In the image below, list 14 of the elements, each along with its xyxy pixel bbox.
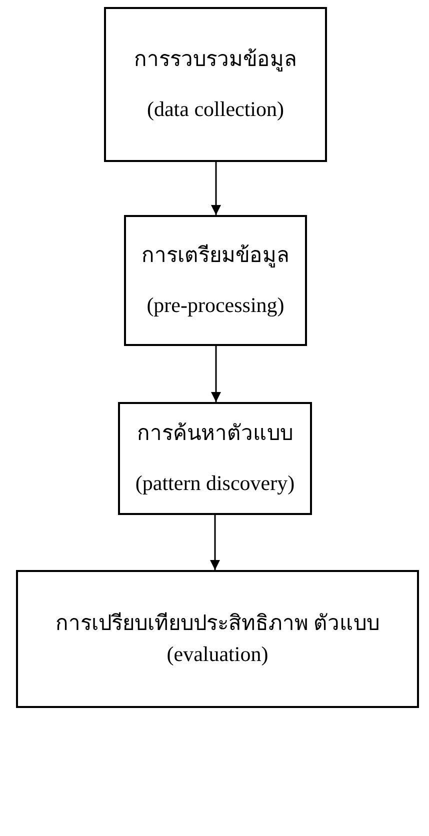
box-label: การเปรียบเทียบประสิทธิภาพ ตัวแบบ (evaluation) (54, 610, 381, 668)
process-box (124, 215, 307, 346)
arrow (210, 515, 220, 570)
box-label: (pre-processing) (146, 292, 284, 318)
box-label: การค้นหาตัวแบบ (137, 420, 293, 447)
process-box (118, 402, 312, 515)
box-label: (pattern discovery) (135, 470, 295, 496)
box-label: การรวบรวมข้อมูล (134, 46, 297, 74)
process-box (16, 570, 419, 708)
arrow (211, 346, 221, 402)
box-label: การเตรียมข้อมูล (142, 242, 290, 270)
process-box (104, 7, 327, 162)
box-label: (data collection) (146, 96, 284, 122)
arrow (211, 162, 221, 215)
